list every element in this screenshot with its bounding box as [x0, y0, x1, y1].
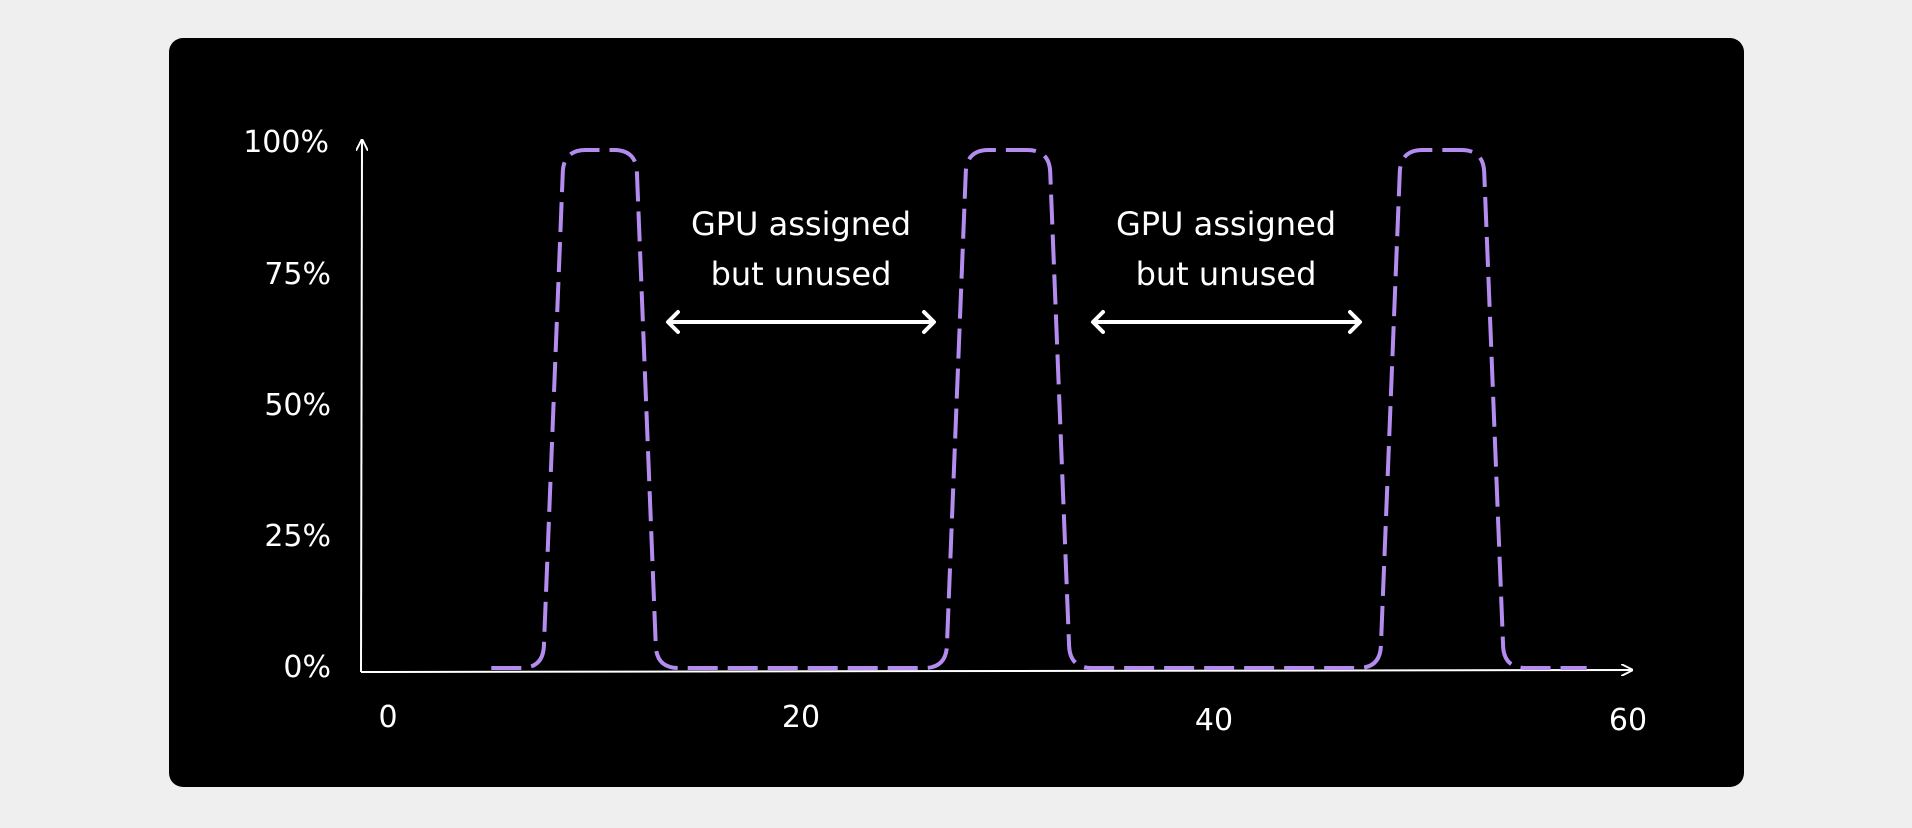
annotation-2-line-2: but unused — [1136, 255, 1317, 293]
x-tick-label-40: 40 — [1195, 703, 1233, 738]
annotation-1-line-1: GPU assigned — [691, 205, 911, 243]
y-tick-label-50: 50% — [264, 388, 331, 423]
x-tick-label-0: 0 — [378, 700, 397, 735]
annotation-2-arrow-head-left — [1091, 310, 1105, 334]
annotation-2-line-1: GPU assigned — [1116, 205, 1336, 243]
y-tick-label-75: 75% — [264, 257, 331, 292]
y-tick-label-100: 100% — [243, 125, 329, 160]
x-axis — [360, 670, 1632, 672]
x-tick-label-60: 60 — [1609, 703, 1647, 738]
series-line-utilization — [491, 148, 1587, 670]
annotation-1-arrow-head-left — [666, 310, 680, 334]
x-tick-labels: 0 20 40 60 — [378, 700, 1647, 738]
y-tick-label-0: 0% — [283, 650, 331, 685]
annotation-idle-2: GPU assigned but unused — [1091, 205, 1362, 334]
annotation-2-arrow-head-right — [1348, 310, 1362, 334]
annotation-idle-1: GPU assigned but unused — [666, 205, 936, 334]
y-tick-labels: 0% 25% 50% 75% 100% — [243, 125, 331, 685]
y-tick-label-25: 25% — [264, 519, 331, 554]
x-tick-label-20: 20 — [782, 700, 820, 735]
y-axis — [361, 140, 362, 673]
annotation-1-arrow-head-right — [922, 310, 936, 334]
annotation-1-line-2: but unused — [711, 255, 892, 293]
